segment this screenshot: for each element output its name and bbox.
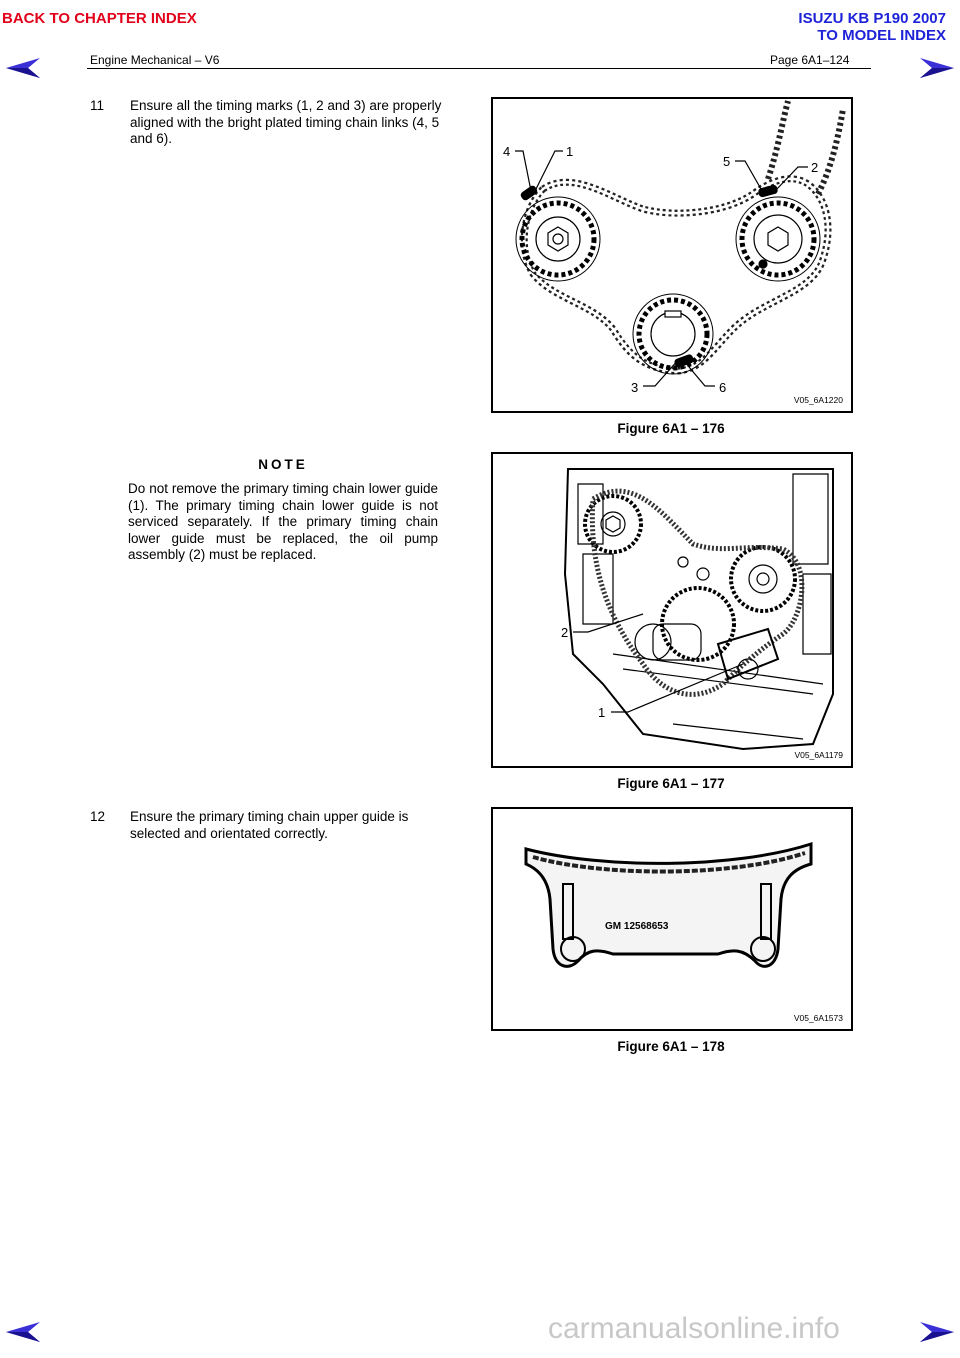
step-12: 12 Ensure the primary timing chain upper… bbox=[90, 809, 480, 849]
step-text-line: Ensure all the timing marks (1, 2 and 3)… bbox=[130, 98, 442, 113]
callout-2: 2 bbox=[561, 625, 568, 640]
header-rule bbox=[87, 68, 871, 69]
figure-code: V05_6A1573 bbox=[793, 1013, 843, 1023]
section-title: Engine Mechanical – V6 bbox=[90, 53, 220, 67]
callout-4: 4 bbox=[503, 144, 510, 159]
step-text-line: selected and orientated correctly. bbox=[130, 825, 328, 841]
step-number: 12 bbox=[90, 809, 106, 824]
step-text-line: and 6). bbox=[130, 131, 173, 146]
model-index-link[interactable]: ISUZU KB P190 2007 TO MODEL INDEX bbox=[798, 10, 946, 44]
note-title: NOTE bbox=[258, 457, 308, 472]
figure-caption: Figure 6A1 – 177 bbox=[617, 776, 725, 791]
note-body: Do not remove the primary timing chain l… bbox=[128, 481, 438, 562]
callout-1: 1 bbox=[598, 705, 605, 720]
figure-caption: Figure 6A1 – 176 bbox=[617, 421, 725, 436]
callout-6: 6 bbox=[719, 380, 726, 395]
timing-chain-diagram: 4 1 5 2 3 6 bbox=[503, 100, 846, 395]
step-text-line: Ensure the primary timing chain upper gu… bbox=[130, 809, 409, 824]
figure-178: GM 12568653 V05_6A1573 bbox=[491, 807, 853, 1031]
model-index-label: TO MODEL INDEX bbox=[817, 27, 946, 44]
chain-guide-diagram: GM 12568653 bbox=[524, 841, 813, 968]
figure-code: V05_6A1179 bbox=[794, 750, 843, 760]
arrow-left-icon[interactable] bbox=[6, 58, 40, 78]
arrow-right-icon[interactable] bbox=[920, 1322, 954, 1342]
callout-3: 3 bbox=[631, 380, 638, 395]
back-to-chapter-index-link[interactable]: BACK TO CHAPTER INDEX bbox=[2, 10, 197, 27]
figure-code: V05_6A1220 bbox=[793, 395, 843, 405]
model-title: ISUZU KB P190 2007 bbox=[798, 10, 946, 27]
callout-1: 1 bbox=[566, 144, 573, 159]
part-marking: GM 12568653 bbox=[605, 921, 669, 932]
figure-177: 2 1 V05_6A1179 bbox=[491, 452, 853, 768]
step-text-line: aligned with the bright plated timing ch… bbox=[130, 114, 440, 130]
callout-2: 2 bbox=[811, 160, 818, 175]
figure-176: 4 1 5 2 3 6 V05_6A1220 bbox=[491, 97, 853, 413]
step-number: 11 bbox=[90, 98, 105, 113]
arrow-right-icon[interactable] bbox=[920, 58, 954, 78]
engine-front-diagram: 2 1 bbox=[561, 468, 834, 751]
step-11: 11 Ensure all the timing marks (1, 2 and… bbox=[90, 98, 480, 158]
callout-5: 5 bbox=[723, 154, 730, 169]
watermark: carmanualsonline.info bbox=[548, 1312, 840, 1345]
page-number: Page 6A1–124 bbox=[770, 53, 850, 67]
arrow-left-icon[interactable] bbox=[6, 1322, 40, 1342]
figure-caption: Figure 6A1 – 178 bbox=[617, 1039, 725, 1054]
